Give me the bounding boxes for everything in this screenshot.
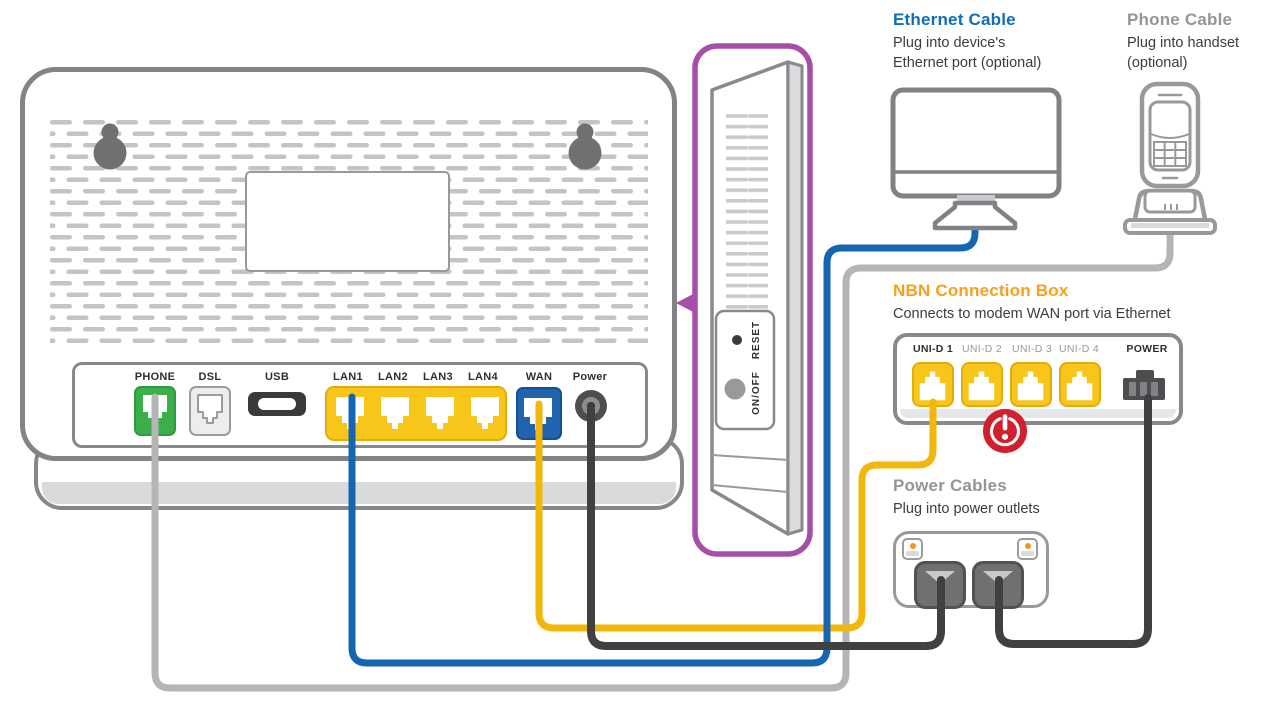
phone-port bbox=[134, 386, 176, 436]
wan-rj45-cutout bbox=[524, 398, 552, 430]
nbn-power-connector bbox=[1123, 370, 1165, 400]
modem-side-view: RESET ON/OFF bbox=[676, 43, 813, 557]
lan4-port-label: LAN4 bbox=[468, 371, 498, 383]
uni-d3-port bbox=[1010, 362, 1052, 407]
callout-arrow-icon bbox=[676, 292, 697, 314]
side-vent-slats bbox=[726, 114, 768, 324]
switch-rocker bbox=[1021, 551, 1034, 556]
uni-d1-label: UNI-D 1 bbox=[912, 343, 954, 355]
power-plug-icon bbox=[925, 571, 955, 584]
dsl-port-label: DSL bbox=[198, 371, 222, 383]
uni-d3-label: UNI-D 3 bbox=[1011, 343, 1053, 355]
lan3-rj45-cutout bbox=[426, 397, 454, 429]
power-jack bbox=[575, 390, 607, 422]
dsl-port bbox=[189, 386, 231, 436]
on-off-button bbox=[724, 378, 746, 400]
power-cables-callout: Power Cables Plug into power outlets bbox=[893, 476, 1040, 519]
switch-indicator-dot bbox=[909, 543, 916, 549]
wall-mount-keyhole-left bbox=[93, 123, 127, 170]
uni-d1-port bbox=[912, 362, 954, 407]
power-cables-subtitle: Plug into power outlets bbox=[893, 501, 1040, 517]
wan-port-label: WAN bbox=[525, 371, 553, 383]
lan-ports-group bbox=[325, 386, 507, 441]
lan4-rj45-cutout bbox=[471, 397, 499, 429]
ethernet-cable-title: Ethernet Cable bbox=[893, 10, 1016, 29]
on-off-label: ON/OFF bbox=[751, 371, 762, 415]
usb-port bbox=[248, 392, 306, 416]
lan3-port-label: LAN3 bbox=[423, 371, 453, 383]
side-control-panel bbox=[714, 309, 776, 431]
side-panel-edge bbox=[786, 60, 804, 536]
ethernet-cable-line2: Ethernet port (optional) bbox=[893, 55, 1042, 71]
lan1-port-label: LAN1 bbox=[333, 371, 363, 383]
modem-back-panel: PHONE DSL USB LAN1 LAN2 LAN3 LAN4 WAN Po… bbox=[20, 67, 677, 461]
outlet-switch-right bbox=[1017, 538, 1038, 560]
label-plate bbox=[245, 171, 450, 272]
rj45-cutout bbox=[919, 371, 946, 401]
nbn-box-title: NBN Connection Box bbox=[893, 281, 1069, 300]
uni-d4-label: UNI-D 4 bbox=[1058, 343, 1100, 355]
power-jack-label: Power bbox=[572, 371, 608, 383]
usb-port-label: USB bbox=[264, 371, 290, 383]
wan-port bbox=[516, 387, 562, 440]
power-cables-title: Power Cables bbox=[893, 476, 1007, 495]
lan1-rj45-cutout bbox=[336, 397, 364, 429]
phone-cable-line1: Plug into handset bbox=[1127, 35, 1240, 51]
phone-port-label: PHONE bbox=[134, 371, 176, 383]
phone-handset-icon bbox=[1123, 81, 1217, 235]
phone-cable-line2: (optional) bbox=[1127, 55, 1188, 71]
ethernet-cable-line1: Plug into device's bbox=[893, 35, 1006, 51]
rj11-cutout bbox=[143, 395, 167, 423]
nbn-box-callout: NBN Connection Box Connects to modem WAN… bbox=[893, 281, 1171, 324]
outlet-socket-left bbox=[914, 561, 966, 609]
power-outlet bbox=[893, 531, 1049, 609]
rj45-cutout bbox=[1066, 371, 1093, 401]
phone-cable-callout: Phone Cable Plug into handset (optional) bbox=[1127, 10, 1239, 73]
rj45-cutout bbox=[968, 371, 995, 401]
nbn-connection-box: UNI-D 1 UNI-D 2 UNI-D 3 UNI-D 4 POWER bbox=[893, 333, 1183, 425]
ethernet-cable-callout: Ethernet Cable Plug into device's Ethern… bbox=[893, 10, 1041, 73]
usb-slot bbox=[258, 398, 296, 410]
modem-base-shadow-band bbox=[42, 482, 676, 504]
reset-button bbox=[732, 335, 742, 345]
switch-rocker bbox=[906, 551, 919, 556]
outlet-socket-right bbox=[972, 561, 1024, 609]
rj11-cutout bbox=[197, 394, 223, 424]
outlet-switch-left bbox=[902, 538, 923, 560]
wall-mount-keyhole-right bbox=[568, 123, 602, 170]
warning-icon bbox=[982, 408, 1028, 454]
ports-strip: PHONE DSL USB LAN1 LAN2 LAN3 LAN4 WAN Po… bbox=[72, 362, 648, 448]
phone-cable-title: Phone Cable bbox=[1127, 10, 1233, 29]
lan2-port-label: LAN2 bbox=[378, 371, 408, 383]
nbn-power-label: POWER bbox=[1126, 343, 1168, 355]
lan2-rj45-cutout bbox=[381, 397, 409, 429]
uni-d2-port bbox=[961, 362, 1003, 407]
reset-label: RESET bbox=[751, 321, 762, 359]
nbn-box-subtitle: Connects to modem WAN port via Ethernet bbox=[893, 306, 1171, 322]
uni-d4-port bbox=[1059, 362, 1101, 407]
computer-monitor-icon bbox=[890, 87, 1062, 231]
power-plug-icon bbox=[983, 571, 1013, 584]
uni-d2-label: UNI-D 2 bbox=[961, 343, 1003, 355]
rj45-cutout bbox=[1017, 371, 1044, 401]
nbn-box-shadow-band bbox=[900, 409, 1176, 418]
switch-indicator-dot bbox=[1024, 543, 1031, 549]
